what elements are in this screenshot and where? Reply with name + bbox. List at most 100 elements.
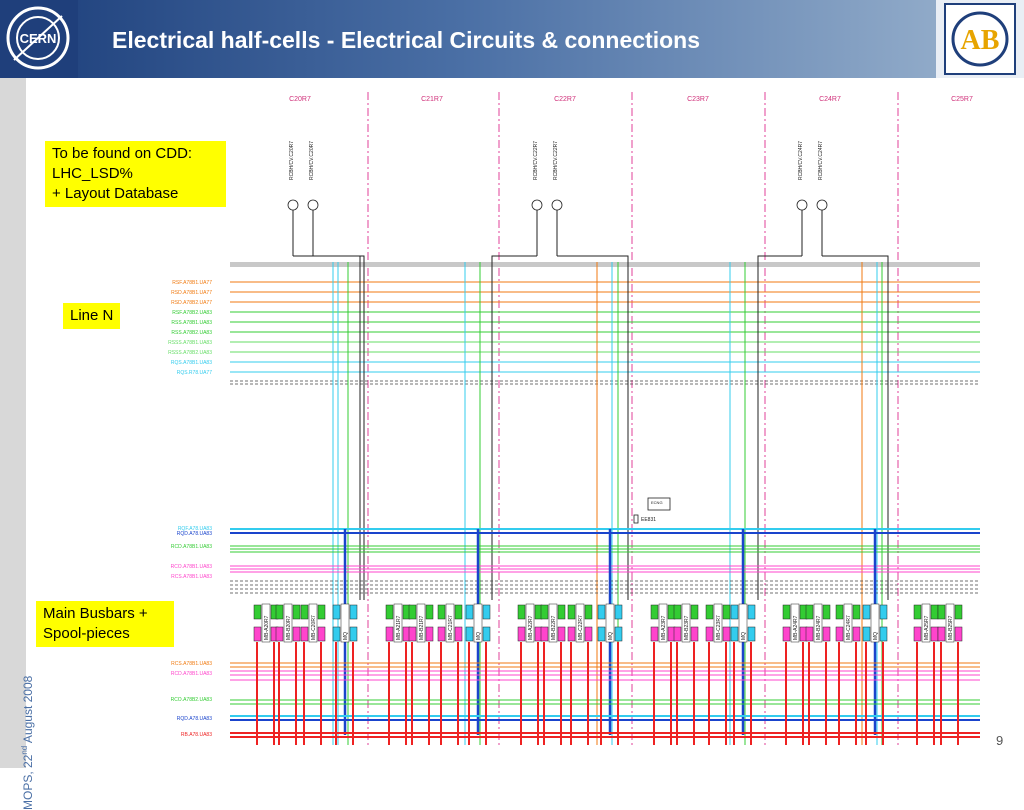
current-lead-label: RCBH/CV.C24R7 — [798, 141, 804, 180]
magnet-block — [930, 626, 939, 642]
magnet-block — [614, 604, 623, 620]
magnet-block — [349, 604, 358, 620]
magnet-block — [584, 626, 593, 642]
magnet-block — [557, 626, 566, 642]
cell-label: C21R7 — [421, 96, 443, 103]
magnet-label: MB-C22R7 — [578, 615, 584, 640]
upper-line-label: RQS.A78B1.UA83 — [171, 360, 212, 366]
magnet-block — [690, 626, 699, 642]
magnet-block — [954, 626, 963, 642]
ab-logo-text: AB — [961, 25, 1000, 56]
magnet-block — [747, 626, 756, 642]
magnet-block — [862, 626, 871, 642]
magnet-body — [575, 603, 585, 643]
magnet-body — [713, 603, 723, 643]
magnet-label: MB-A25R7 — [924, 615, 930, 640]
magnet-body — [261, 603, 271, 643]
cell-label: C25R7 — [951, 96, 973, 103]
magnet-body — [921, 603, 931, 643]
magnet-block — [913, 604, 922, 620]
magnet-label: MB-C21R7 — [448, 615, 454, 640]
upper-line-label: RSS.A78B2.UA83 — [171, 330, 212, 336]
magnet-block — [690, 604, 699, 620]
magnet-block — [782, 626, 791, 642]
magnet-label: MB-C23R7 — [716, 615, 722, 640]
cdd-note: To be found on CDD: LHC_LSD% + Layout Da… — [45, 141, 226, 207]
current-lead-label: RCBH/CV.C22R7 — [553, 141, 559, 180]
magnet-block — [557, 604, 566, 620]
magnet-block — [822, 626, 831, 642]
current-lead-symbol — [307, 199, 319, 211]
magnet-block — [705, 626, 714, 642]
current-lead-symbol — [531, 199, 543, 211]
current-lead-symbol — [287, 199, 299, 211]
magnet-body — [340, 603, 350, 643]
magnet-label: MQ — [476, 632, 482, 640]
feedthrough-label: EE831 — [641, 517, 656, 523]
magnet-label: MB-C20R7 — [311, 615, 317, 640]
upper-line-label: RQS.R78.UA77 — [177, 370, 213, 376]
magnet-label: MB-B22R7 — [551, 615, 557, 640]
magnet-block — [835, 604, 844, 620]
cdd-note-line-3: + Layout Database — [52, 185, 179, 202]
bottom-line-label: RCO.A78B2.UA83 — [171, 697, 213, 703]
cryostat-band — [230, 262, 980, 267]
current-lead-label: RCBH/CV.C22R7 — [533, 141, 539, 180]
magnet-body — [790, 603, 800, 643]
magnet-block — [852, 626, 861, 642]
magnet-label: MQ — [343, 632, 349, 640]
magnet-block — [517, 626, 526, 642]
upper-line-label: RSSS.A78B1.UA83 — [168, 340, 212, 346]
magnet-block — [275, 626, 284, 642]
feedthrough-symbol — [633, 514, 639, 524]
magnet-block — [253, 626, 262, 642]
busbars-note-line-1: Main Busbars + — [43, 605, 148, 622]
cdd-note-line-1: To be found on CDD: — [52, 145, 193, 162]
magnet-label: MB-A21R7 — [396, 615, 402, 640]
ecng-box — [647, 497, 671, 511]
magnet-block — [425, 604, 434, 620]
ab-logo: AB — [936, 0, 1024, 78]
magnet-block — [567, 626, 576, 642]
magnet-block — [540, 604, 549, 620]
current-lead-label: RCBH/CV.C24R7 — [818, 141, 824, 180]
cell-label: C24R7 — [819, 96, 841, 103]
upper-line-label: RSF.A78B2.UA83 — [172, 310, 212, 316]
magnet-block — [454, 626, 463, 642]
lower-line-label: RCO.A78B1.UA83 — [171, 564, 213, 570]
magnet-block — [540, 626, 549, 642]
magnet-block — [673, 604, 682, 620]
lead-to-busbar-wire — [757, 255, 802, 600]
magnet-block — [937, 626, 946, 642]
magnet-block — [822, 604, 831, 620]
lead-to-busbar-wire — [491, 255, 537, 600]
upper-line-label: RSD.A78B1.UA77 — [171, 290, 212, 296]
magnet-body — [525, 603, 535, 643]
magnet-block — [805, 626, 814, 642]
magnet-label: MQ — [608, 632, 614, 640]
magnet-label: MB-B24R7 — [816, 615, 822, 640]
magnet-body — [843, 603, 853, 643]
magnet-block — [930, 604, 939, 620]
magnet-block — [584, 604, 593, 620]
magnet-block — [332, 604, 341, 620]
magnet-block — [300, 626, 309, 642]
magnet-block — [782, 604, 791, 620]
magnet-label: MB-A24R7 — [793, 615, 799, 640]
magnet-body — [945, 603, 955, 643]
magnet-body — [393, 603, 403, 643]
magnet-block — [454, 604, 463, 620]
magnet-block — [567, 604, 576, 620]
magnet-body — [658, 603, 668, 643]
line-n-label: Line N — [70, 307, 114, 324]
cern-logo-graphic: CERN — [6, 6, 70, 70]
bottom-line-label: RQD.A78.UA83 — [177, 716, 213, 722]
magnet-block — [747, 604, 756, 620]
magnet-body — [548, 603, 558, 643]
busbars-note: Main Busbars + Spool-pieces — [36, 601, 174, 647]
magnet-block — [614, 626, 623, 642]
magnet-block — [852, 604, 861, 620]
magnet-block — [597, 626, 606, 642]
cern-logo-text: CERN — [20, 31, 57, 46]
magnet-block — [650, 626, 659, 642]
